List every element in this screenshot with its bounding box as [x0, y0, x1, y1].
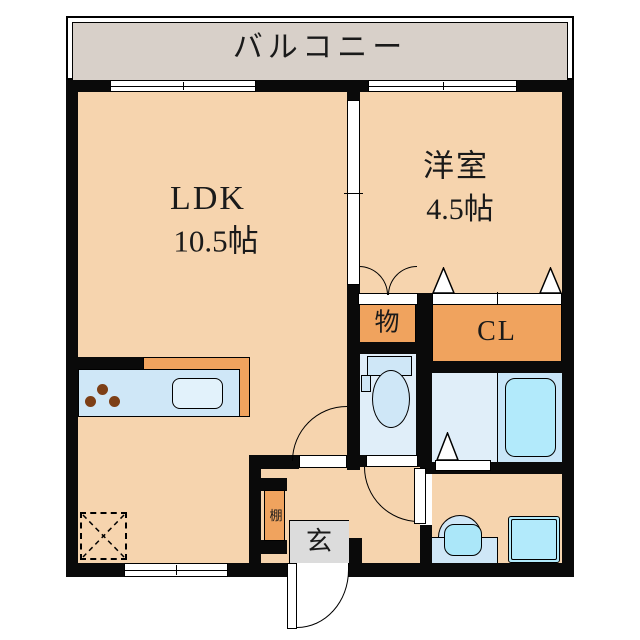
western-room-name-label: 洋室 — [423, 148, 489, 184]
refrigerator-space — [80, 512, 127, 560]
wall — [347, 283, 360, 470]
toilet-door-leaf — [414, 468, 426, 524]
wall — [432, 361, 562, 373]
wall — [347, 342, 432, 354]
wall — [66, 357, 143, 369]
window — [368, 80, 517, 92]
folding-door-triangle — [539, 267, 562, 294]
kitchen-sink — [172, 378, 223, 409]
wall — [347, 92, 360, 101]
washing-machine-space — [508, 516, 560, 563]
washbasin-bowl — [444, 524, 482, 556]
stove-burner — [85, 396, 96, 407]
window — [110, 80, 256, 92]
genkan-floor — [289, 520, 349, 565]
bathtub — [505, 378, 556, 457]
entry-door-arc — [297, 570, 349, 628]
refrigerator-cross-icon — [82, 514, 125, 558]
bathroom-door-threshold — [435, 460, 491, 471]
wall — [256, 80, 368, 92]
closet-label: CL — [477, 316, 517, 347]
wall — [261, 478, 287, 491]
balcony-floor — [72, 22, 568, 80]
window — [124, 563, 228, 577]
western-room-size-label: 4.5帖 — [426, 193, 494, 226]
stove-burner — [109, 396, 120, 407]
folding-door-triangle — [432, 267, 455, 294]
wall — [416, 293, 432, 467]
storage-label: 物 — [374, 309, 400, 337]
entry-door-leaf — [287, 563, 297, 629]
ldk-name-label: LDK — [170, 180, 246, 217]
entrance-label: 玄 — [305, 527, 333, 556]
closet-door-threshold — [432, 292, 562, 305]
shoe-shelf — [264, 490, 285, 541]
shelf-label: 棚 — [267, 508, 283, 522]
folding-door-triangle — [436, 432, 459, 461]
wall — [66, 80, 78, 577]
washing-machine-inner — [511, 519, 557, 560]
wall — [249, 455, 299, 469]
wall — [261, 540, 287, 554]
ldk-size-label: 10.5帖 — [173, 223, 259, 259]
balcony-label: バルコニー — [232, 31, 408, 64]
toilet-bowl — [372, 370, 410, 428]
sliding-door — [344, 100, 363, 285]
wall — [420, 525, 432, 575]
wall — [349, 538, 362, 575]
toilet-doorway — [366, 455, 418, 467]
stove-burner — [97, 384, 108, 395]
toilet-flush-handle — [361, 375, 371, 392]
western-room-floor — [360, 92, 562, 293]
wall — [249, 455, 261, 577]
wall — [517, 80, 574, 92]
wall — [562, 80, 574, 577]
